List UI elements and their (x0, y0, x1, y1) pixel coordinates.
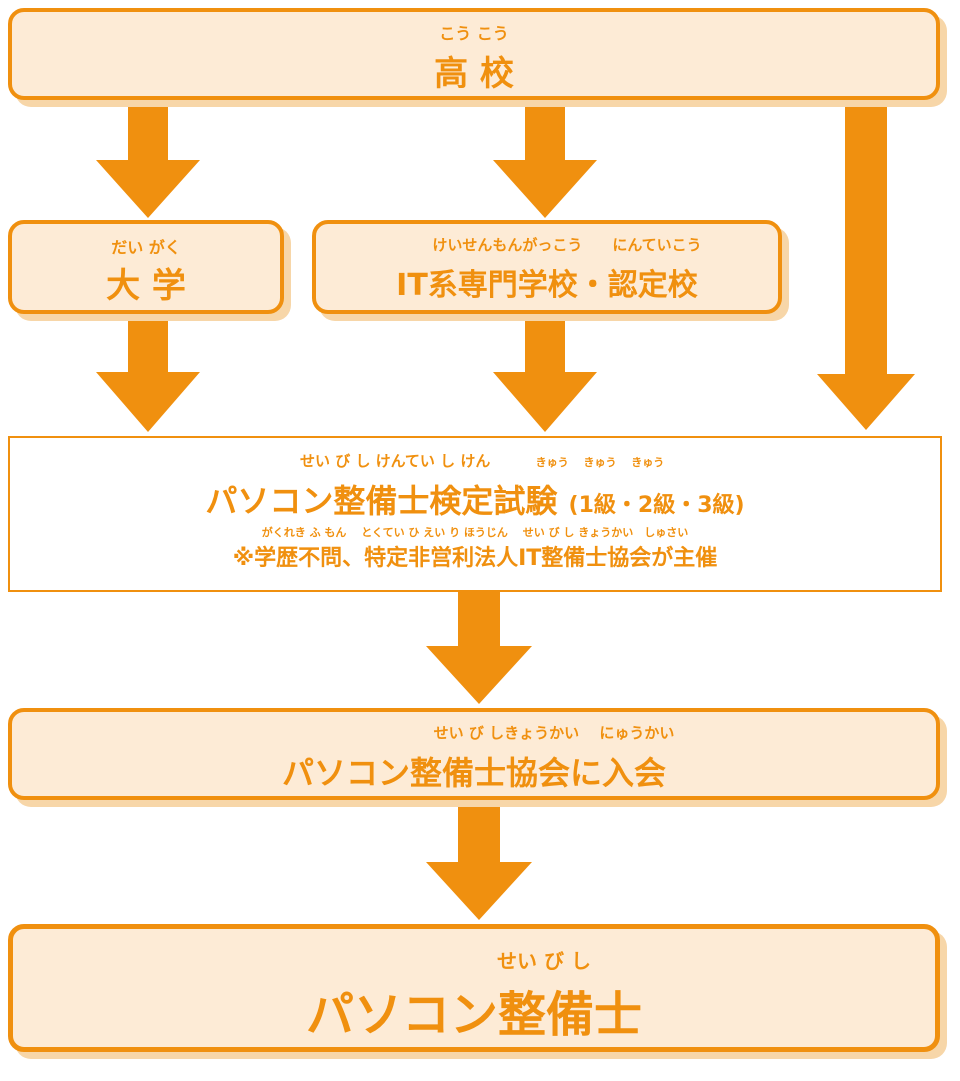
arrow-to-vocational (493, 104, 597, 218)
result-label: パソコン整備士 (305, 987, 642, 1043)
exam-label: パソコン整備士検定試験 (205, 482, 558, 520)
vocational-ruby: けいせんもんがっこう にんていこう (432, 236, 702, 254)
exam-box: せい び し けんてい し けん きゅう きゅう きゅう パソコン整備士検定試験… (8, 436, 942, 592)
university-label: 大 学 (106, 266, 186, 306)
result-ruby: せい び し (497, 949, 591, 973)
exam-note: ※学歴不問、特定非営利法人IT整備士協会が主催 (232, 546, 718, 571)
high-school-label: 高 校 (434, 54, 514, 94)
result-box: せい び し パソコン整備士 (8, 924, 940, 1052)
exam-ruby: せい び し けんてい し けん きゅう きゅう きゅう (300, 450, 940, 471)
join-label: パソコン整備士協会に入会 (281, 754, 666, 792)
exam-title: パソコン整備士検定試験 (1級・2級・3級) (10, 476, 940, 522)
arrow-exam-to-join (426, 592, 532, 704)
exam-ruby-main: せい び し けんてい し けん (300, 452, 491, 470)
exam-note-ruby: がくれき ふ もん とくてい ひ えい り ほうじん せい び し きょうかい … (261, 526, 689, 539)
arrow-university-to-exam (96, 318, 200, 432)
vocational-label: IT系専門学校・認定校 (396, 268, 698, 303)
university-box: だい がく 大 学 (8, 220, 284, 314)
join-association-box: せい び しきょうかい にゅうかい パソコン整備士協会に入会 (8, 708, 940, 800)
arrow-vocational-to-exam (493, 320, 597, 432)
arrow-join-to-result (426, 804, 532, 920)
high-school-ruby: こう こう (439, 24, 509, 43)
exam-levels: (1級・2級・3級) (568, 493, 745, 518)
vocational-school-box: けいせんもんがっこう にんていこう IT系専門学校・認定校 (312, 220, 782, 314)
arrow-direct-to-exam (817, 104, 915, 430)
high-school-box: こう こう 高 校 (8, 8, 940, 100)
university-ruby: だい がく (111, 238, 181, 257)
join-ruby: せい び しきょうかい にゅうかい (433, 724, 675, 742)
exam-levels-ruby: きゅう きゅう きゅう (535, 456, 665, 469)
arrow-to-university (96, 104, 200, 218)
